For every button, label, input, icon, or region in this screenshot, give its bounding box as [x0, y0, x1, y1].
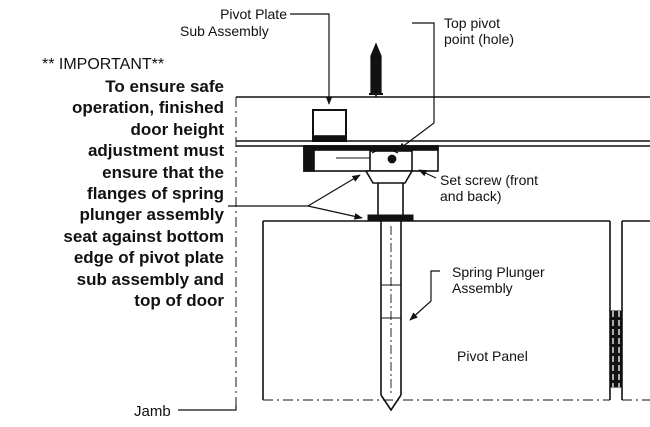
door-outline — [262, 220, 650, 401]
note-line: To ensure safe — [105, 77, 224, 96]
pivot-plate-label-line2: Sub Assembly — [180, 23, 269, 39]
note-line: top of door — [134, 291, 224, 311]
note-line: adjustment must — [87, 141, 224, 161]
pivot-plate-sub-assembly — [303, 109, 439, 184]
top-pivot-hole — [387, 154, 397, 164]
hinge — [609, 310, 623, 388]
important-heading: ** IMPORTANT** — [42, 56, 165, 73]
spring-plunger-label: Spring Plunger Assembly — [452, 264, 545, 296]
note-line: plunger assembly — [79, 205, 224, 225]
pivot-plate-label: Pivot Plate — [220, 6, 287, 22]
note-line: edge of pivot plate — [73, 248, 224, 268]
header-frame — [236, 96, 650, 147]
note-line: sub assembly and — [76, 269, 224, 289]
top-pivot-label: Top pivot point (hole) — [444, 15, 515, 47]
pivot-panel-label: Pivot Panel — [457, 348, 528, 364]
important-note: ** IMPORTANT** To ensure safe operation,… — [8, 54, 224, 311]
note-line: flanges of spring — [87, 184, 224, 204]
set-screw-label: Set screw (front and back) — [440, 172, 539, 204]
jamb-label: Jamb — [134, 403, 171, 420]
note-line: door height — [130, 119, 224, 139]
note-line: ensure that the — [102, 162, 224, 182]
spring-plunger-assembly — [367, 183, 414, 412]
leader-lines — [178, 13, 440, 411]
note-line: seat against bottom — [63, 226, 224, 246]
note-line: operation, finished — [71, 98, 224, 118]
top-screw — [369, 42, 383, 97]
